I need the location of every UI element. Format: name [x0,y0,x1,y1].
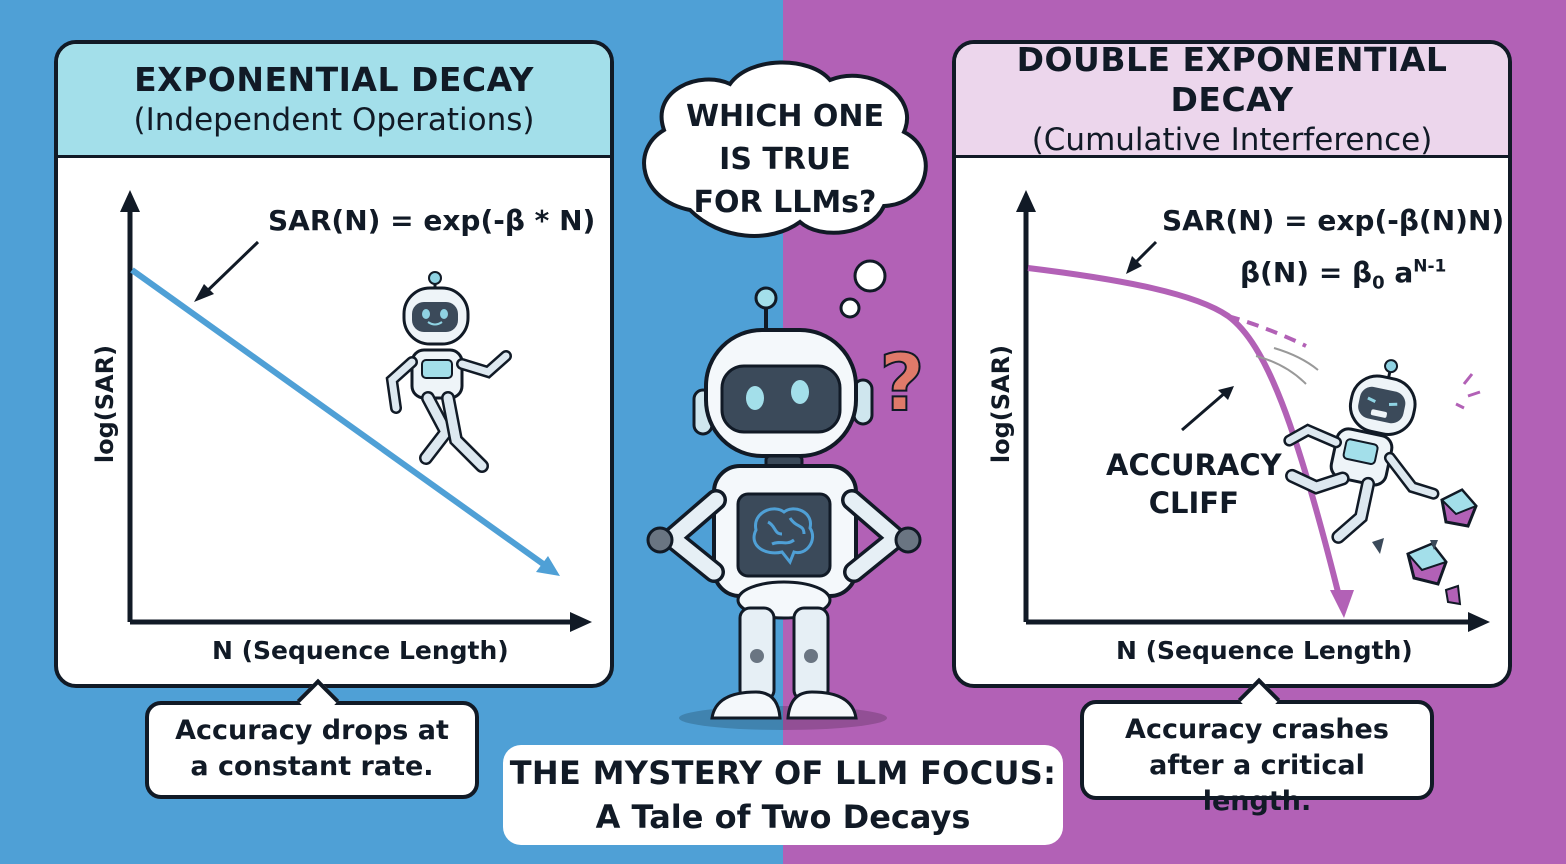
thought-bubble-text: WHICH ONE IS TRUE FOR LLMs? [685,99,885,220]
x-axis-arrow-icon [570,612,592,632]
curve-arrowhead-icon [536,556,560,576]
exponential-chart [120,190,592,632]
formula-pointer-arrow [200,240,260,298]
panel-header: DOUBLE EXPONENTIAL DECAY (Cumulative Int… [956,44,1508,158]
panel-header: EXPONENTIAL DECAY (Independent Operation… [58,44,610,158]
thought-cloud-icon [642,60,928,319]
x-axis-arrow-icon [1468,612,1490,632]
callout-line-2: after a critical length. [1149,750,1365,817]
brain-icon [752,507,815,565]
right-callout: Accuracy crashes after a critical length… [1080,677,1434,817]
thinking-robot-icon [646,286,922,730]
exponential-decay-panel: EXPONENTIAL DECAY (Independent Operation… [54,40,614,688]
x-axis-label: N (Sequence Length) [212,636,509,665]
x-axis-label: N (Sequence Length) [1116,636,1413,665]
panel-title: DOUBLE EXPONENTIAL DECAY [1016,40,1448,119]
y-axis-arrow-icon [120,190,140,212]
panel-title: EXPONENTIAL DECAY [134,59,534,99]
callout-line-2: a constant rate. [190,751,434,782]
panel-subtitle: (Cumulative Interference) [1031,121,1433,158]
double-exponential-chart [1016,190,1490,632]
title-box: THE MYSTERY OF LLM FOCUS: A Tale of Two … [503,745,1063,845]
walking-robot-icon [385,271,512,473]
callout-line-1: Accuracy drops at [175,715,449,746]
main-subtitle: A Tale of Two Decays [595,798,971,836]
pointer-arrowhead-icon [194,284,214,302]
exponential-curve [130,267,548,569]
accuracy-cliff-label: ACCURACY CLIFF [1106,448,1282,520]
falling-robot-icon [1283,359,1440,544]
pointer-arrowhead-icon [1126,256,1142,274]
panel-subtitle: (Independent Operations) [133,101,535,138]
double-exponential-formula: SAR(N) = exp(-β(N)N) [1162,204,1505,237]
alarm-marks-icon [1455,373,1481,410]
motion-line [1255,355,1307,385]
crumbling-blocks-icon [1372,488,1478,606]
beta-formula: β(N) = β0 aN-1 [1240,256,1447,294]
cliff-pointer-arrow [1181,390,1227,432]
main-title: THE MYSTERY OF LLM FOCUS: [509,754,1057,792]
motion-line [1273,347,1319,371]
double-exponential-decay-panel: DOUBLE EXPONENTIAL DECAY (Cumulative Int… [952,40,1512,688]
left-callout: Accuracy drops at a constant rate. [145,678,479,799]
exponential-formula: SAR(N) = exp(-β * N) [268,204,596,237]
curve-arrowhead-icon [1330,590,1354,618]
question-mark-icon: ? [879,339,924,429]
cliff-arrowhead-icon [1218,386,1234,400]
y-axis-arrow-icon [1016,190,1036,212]
expected-curve-dashed [1227,314,1307,348]
